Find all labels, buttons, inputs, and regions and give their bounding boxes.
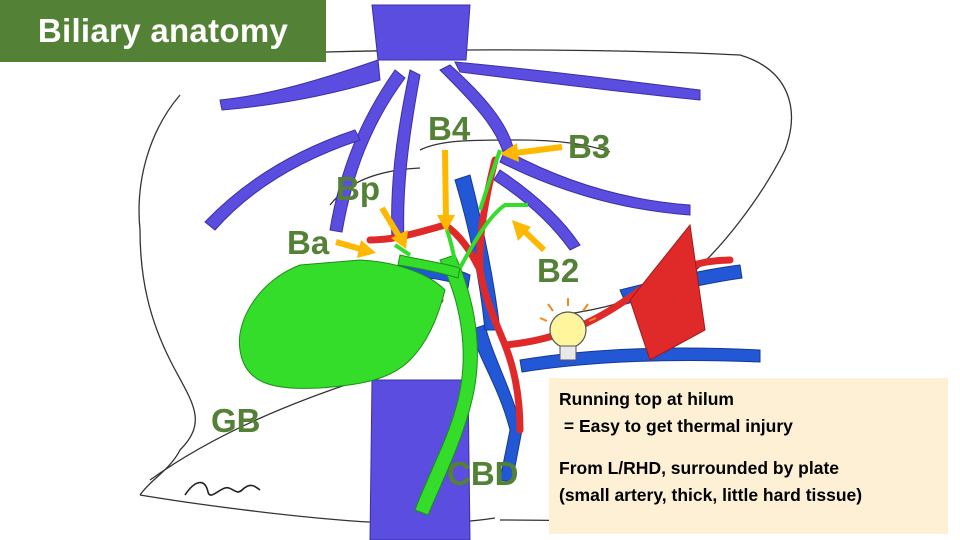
note-line-3: From L/RHD, surrounded by plate: [559, 458, 840, 478]
artery-hatched-region: [629, 223, 706, 361]
label-b4: B4: [428, 110, 471, 147]
note-gap: [559, 440, 938, 455]
note-line-4: (small artery, thick, little hard tissue…: [559, 485, 863, 505]
arrow-b3: [500, 143, 563, 162]
arrow-bp: [379, 206, 408, 249]
note-box: Running top at hilum = Easy to get therm…: [549, 378, 948, 534]
note-line-1: Running top at hilum: [559, 389, 734, 409]
note-line-2: = Easy to get thermal injury: [559, 416, 793, 436]
arrow-b4: [437, 149, 455, 232]
signature-mark: [184, 481, 261, 496]
slide-title: Biliary anatomy: [0, 0, 326, 62]
arrow-b2: [512, 220, 547, 253]
pointer-arrows: [335, 143, 563, 258]
label-gb: GB: [211, 402, 261, 439]
arrow-ba: [335, 239, 376, 258]
label-b3: B3: [568, 128, 610, 165]
bile-duct-branches: [393, 149, 528, 269]
label-bp: Bp: [336, 170, 380, 207]
label-cbd: CBD: [447, 455, 519, 492]
hepatic-veins: [204, 4, 701, 540]
biliary-tree: [238, 254, 478, 516]
label-b2: B2: [537, 252, 579, 289]
lightbulb-icon: [539, 298, 597, 361]
segment-labels: B4 B3 Bp Ba B2 GB CBD: [211, 110, 610, 492]
label-ba: Ba: [287, 224, 330, 261]
